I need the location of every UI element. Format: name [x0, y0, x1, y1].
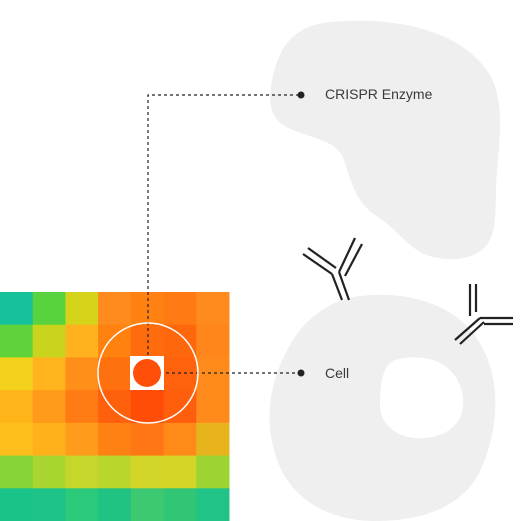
heatmap-cell	[32, 422, 66, 457]
heatmap-cell	[65, 292, 99, 326]
heatmap-cell	[0, 292, 34, 326]
heatmap-cell	[130, 455, 165, 489]
heatmap-cell	[65, 455, 99, 489]
heatmap-cell	[163, 422, 197, 457]
heatmap-cell	[196, 324, 230, 358]
heatmap-cell	[163, 455, 197, 489]
heatmap	[0, 292, 230, 521]
heatmap-cell	[130, 488, 165, 521]
heatmap-cell	[0, 488, 34, 521]
heatmap-cell	[65, 390, 99, 424]
heatmap-cell	[0, 324, 34, 358]
heatmap-cell	[32, 324, 66, 358]
heatmap-cell	[65, 488, 99, 521]
heatmap-cell	[130, 422, 165, 457]
heatmap-cell	[98, 357, 132, 391]
crispr-enzyme-shape	[270, 20, 501, 260]
heatmap-cell	[163, 488, 197, 521]
heatmap-cell	[98, 292, 132, 326]
target-ring	[97, 322, 199, 424]
heatmap-cell	[98, 488, 132, 521]
crispr-leader-line	[147, 94, 300, 355]
heatmap-cell	[196, 390, 230, 424]
heatmap-cell	[130, 390, 165, 424]
heatmap-cell	[32, 390, 66, 424]
heatmap-cell	[98, 324, 132, 358]
heatmap-cell	[163, 324, 197, 358]
target-spot	[133, 359, 161, 387]
heatmap-cell	[196, 357, 230, 391]
heatmap-cell	[98, 422, 132, 457]
heatmap-cell	[32, 292, 66, 326]
heatmap-cell	[196, 422, 230, 457]
heatmap-cell	[196, 292, 230, 326]
heatmap-cell	[32, 455, 66, 489]
heatmap-cell	[163, 357, 197, 391]
heatmap-cell	[32, 488, 66, 521]
antibody-icon	[302, 237, 363, 301]
heatmap-cell	[0, 390, 34, 424]
heatmap-cell	[65, 324, 99, 358]
nucleus-shape	[380, 357, 464, 439]
crispr-leader-dot	[297, 91, 305, 99]
heatmap-cell	[65, 422, 99, 457]
heatmap-cell	[65, 357, 99, 391]
cell-leader-dot	[297, 369, 305, 377]
cell-label: Cell	[325, 365, 350, 381]
heatmap-cell	[130, 292, 165, 326]
antibody-icon	[454, 284, 513, 345]
heatmap-cell	[196, 488, 230, 521]
heatmap-cell	[0, 455, 34, 489]
heatmap-cell	[0, 422, 34, 457]
heatmap-cell	[196, 455, 230, 489]
crispr-enzyme-label: CRISPR Enzyme	[325, 86, 433, 102]
heatmap-cell	[32, 357, 66, 391]
heatmap-cell	[0, 357, 34, 391]
heatmap-cell	[163, 292, 197, 326]
heatmap-cell	[98, 455, 132, 489]
